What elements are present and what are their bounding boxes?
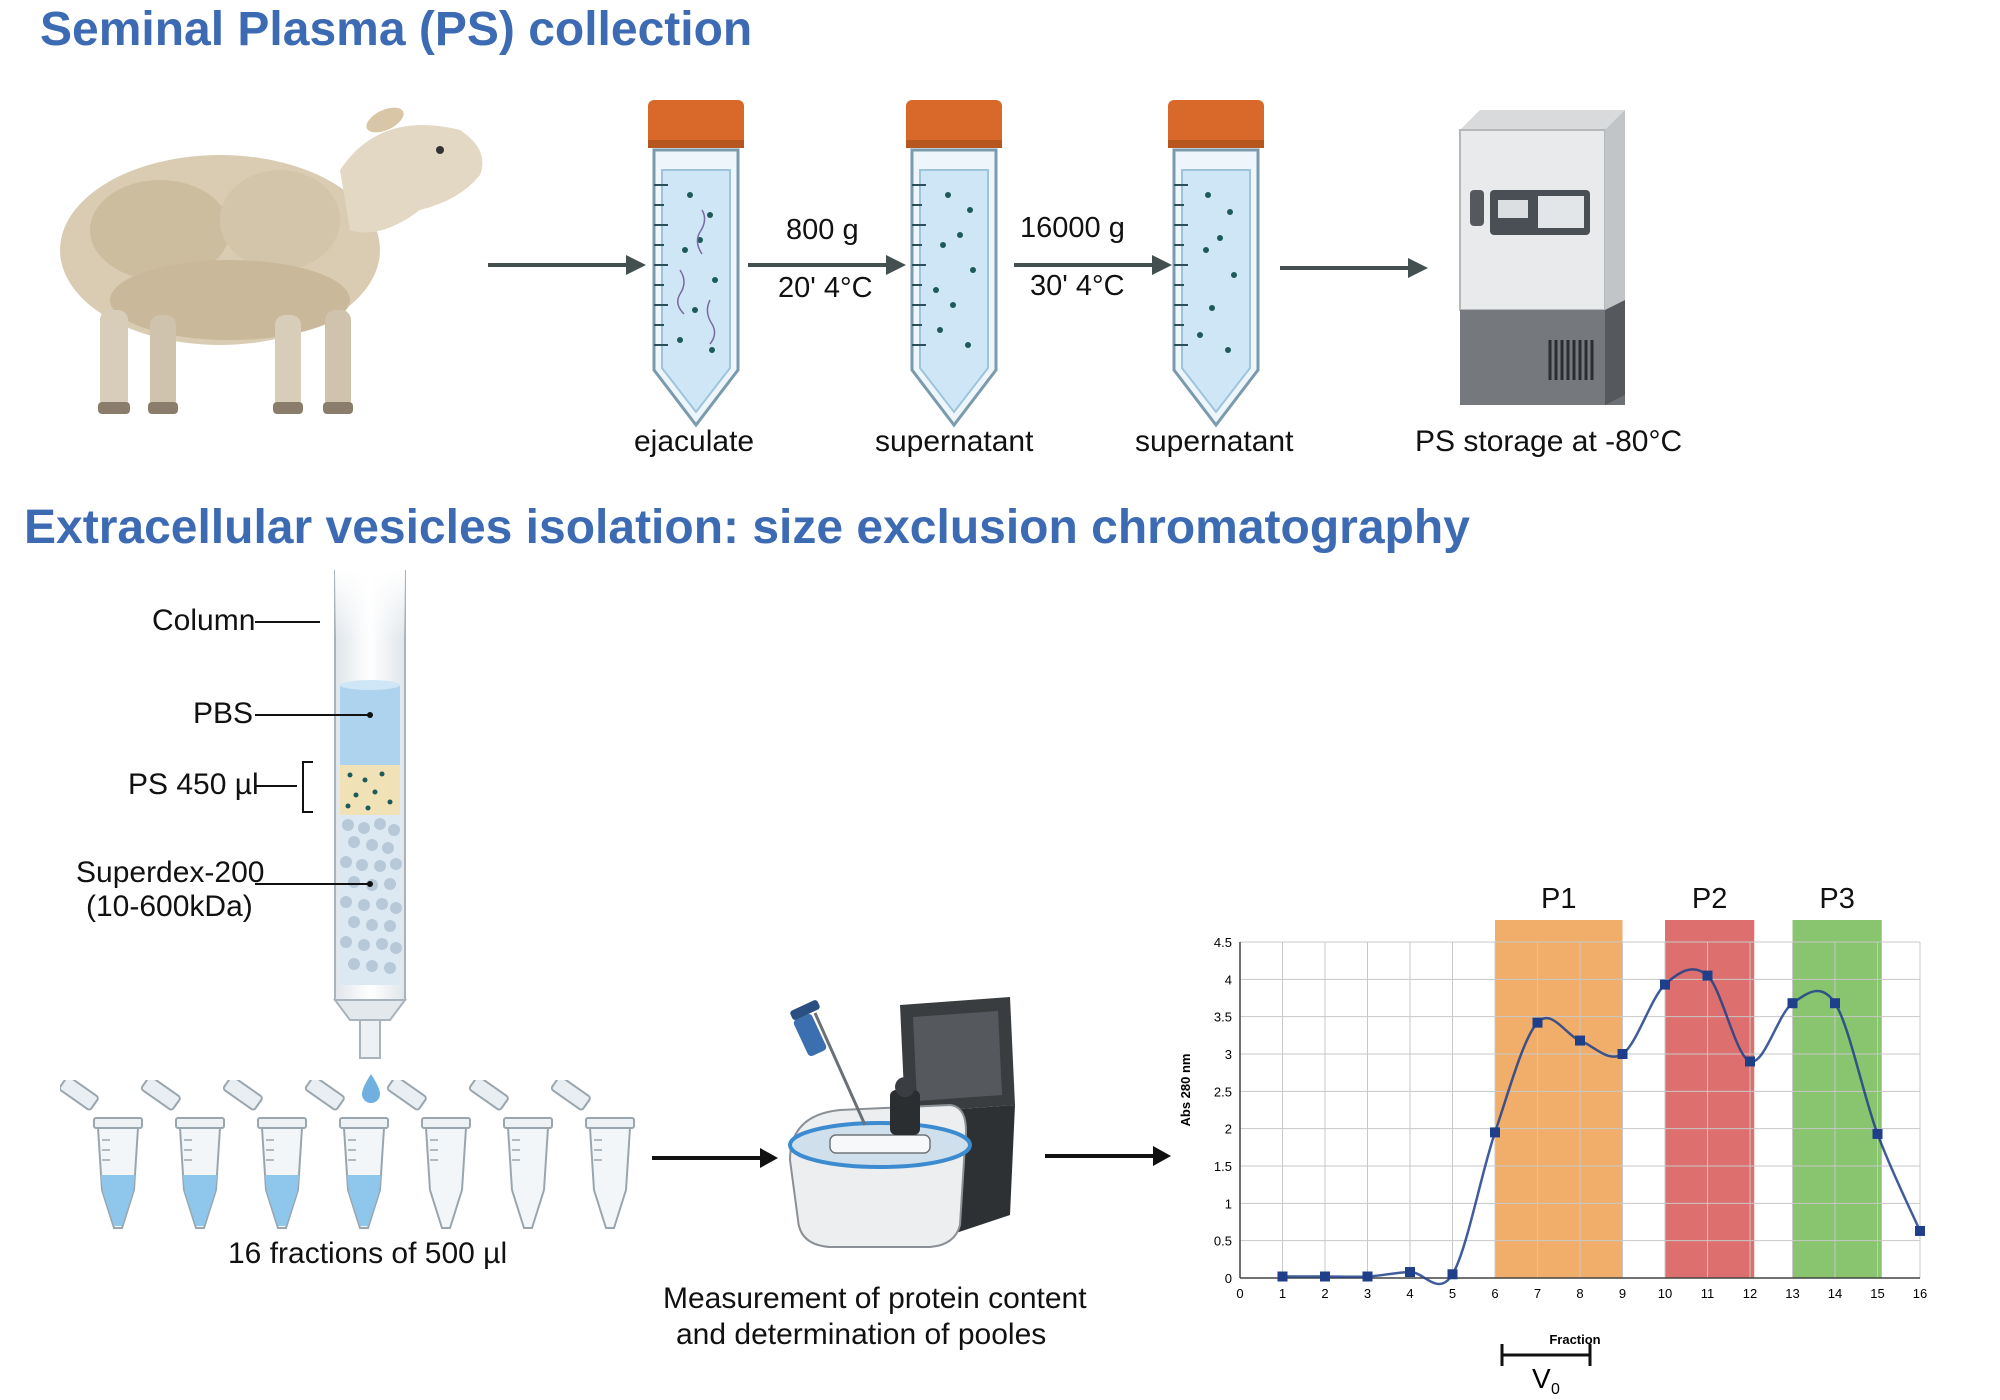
fractions-label: 16 fractions of 500 µl [228, 1237, 508, 1270]
data-point-13 [1787, 998, 1798, 1009]
y-tick-3: 3 [1225, 1047, 1232, 1062]
data-point-12 [1745, 1056, 1755, 1067]
spectrophotometer-icon [788, 997, 1015, 1248]
drop-icon [362, 1074, 380, 1103]
x-tick-15: 15 [1870, 1286, 1884, 1301]
v0-label: V [1532, 1363, 1551, 1394]
section-title-ps-collection: Seminal Plasma (PS) collection [40, 3, 753, 56]
arrow-centrifuge-2 [1014, 255, 1172, 275]
x-tick-8: 8 [1576, 1286, 1583, 1301]
data-point-11 [1702, 970, 1713, 981]
y-tick-0: 0 [1225, 1271, 1232, 1286]
x-tick-3: 3 [1364, 1286, 1371, 1301]
x-tick-7: 7 [1534, 1286, 1541, 1301]
x-tick-5: 5 [1449, 1286, 1456, 1301]
y-tick-4.5: 4.5 [1214, 935, 1232, 950]
label-pbs: PBS [193, 697, 254, 730]
y-tick-4: 4 [1225, 972, 1232, 987]
pool-band-p3 [1792, 920, 1882, 1278]
arrow-fractions-to-measurement [652, 1148, 778, 1168]
sheep-illustration [60, 107, 483, 414]
data-point-14 [1830, 998, 1840, 1009]
storage-label: PS storage at -80°C [1415, 425, 1683, 458]
label-superdex-range: (10-600kDa) [86, 890, 253, 923]
column-label-leaders [255, 621, 373, 887]
arrow-centrifuge-1 [748, 255, 906, 275]
tube-label-ejaculate: ejaculate [634, 425, 755, 458]
x-tick-16: 16 [1913, 1286, 1927, 1301]
data-point-7 [1532, 1017, 1543, 1028]
arrow-to-freezer [1280, 258, 1428, 278]
tube-label-supernatant-2: supernatant [1135, 425, 1294, 458]
measurement-label-line2: and determination of pooles [676, 1318, 1047, 1351]
tube-label-supernatant-1: supernatant [875, 425, 1034, 458]
v0-subscript: 0 [1551, 1381, 1560, 1398]
section-title-ev-isolation: Extracellular vesicles isolation: size e… [24, 501, 1470, 554]
y-axis-label: Abs 280 nm [1178, 1054, 1193, 1127]
data-point-16 [1915, 1225, 1925, 1236]
data-point-15 [1872, 1128, 1883, 1139]
pool-label-p2: P2 [1692, 883, 1727, 915]
pool-band-p1 [1495, 920, 1623, 1278]
y-tick-0.5: 0.5 [1214, 1234, 1232, 1249]
y-tick-3.5: 3.5 [1214, 1010, 1232, 1025]
v0-marker: V 0 [1500, 1344, 1592, 1398]
x-axis-label: Fraction [1549, 1332, 1600, 1347]
data-point-2 [1320, 1271, 1330, 1282]
centrifuge-1-time-temp: 20' 4°C [778, 272, 873, 304]
tube-supernatant-1 [906, 100, 1002, 428]
pool-label-p1: P1 [1541, 883, 1576, 915]
data-point-1 [1277, 1271, 1288, 1282]
label-ps-volume: PS 450 µl [128, 768, 259, 801]
measurement-label-line1: Measurement of protein content [663, 1282, 1087, 1315]
x-tick-11: 11 [1701, 1286, 1715, 1301]
centrifuge-1-force: 800 g [786, 214, 859, 246]
data-point-3 [1362, 1271, 1373, 1282]
x-tick-0: 0 [1236, 1286, 1243, 1301]
fraction-tubes [60, 1074, 660, 1240]
arrow-sheep-to-tube [488, 255, 646, 275]
data-point-9 [1617, 1049, 1628, 1059]
x-tick-14: 14 [1828, 1286, 1842, 1301]
data-point-8 [1575, 1035, 1585, 1046]
y-tick-2.5: 2.5 [1214, 1084, 1232, 1099]
tube-supernatant-2 [1168, 100, 1264, 428]
label-column: Column [152, 604, 256, 637]
x-tick-6: 6 [1491, 1286, 1498, 1301]
freezer-icon [1459, 110, 1625, 405]
x-tick-4: 4 [1406, 1286, 1413, 1301]
data-point-10 [1660, 979, 1670, 990]
chromatography-column [333, 570, 407, 1059]
arrow-measurement-to-chart [1045, 1146, 1171, 1166]
data-point-6 [1490, 1127, 1500, 1138]
x-tick-13: 13 [1785, 1286, 1799, 1301]
tube-ejaculate [648, 100, 744, 428]
data-point-4 [1405, 1267, 1415, 1278]
y-tick-2: 2 [1225, 1122, 1232, 1137]
x-tick-10: 10 [1658, 1286, 1672, 1301]
centrifuge-2-time-temp: 30' 4°C [1030, 270, 1125, 302]
x-tick-2: 2 [1321, 1286, 1328, 1301]
label-superdex: Superdex-200 [76, 856, 265, 889]
x-tick-9: 9 [1619, 1286, 1626, 1301]
centrifuge-2-force: 16000 g [1020, 212, 1125, 244]
pool-label-p3: P3 [1819, 883, 1854, 915]
data-point-5 [1447, 1269, 1458, 1280]
y-tick-1.5: 1.5 [1214, 1159, 1232, 1174]
x-tick-1: 1 [1279, 1286, 1286, 1301]
x-tick-12: 12 [1743, 1286, 1757, 1301]
y-tick-1: 1 [1225, 1196, 1232, 1211]
